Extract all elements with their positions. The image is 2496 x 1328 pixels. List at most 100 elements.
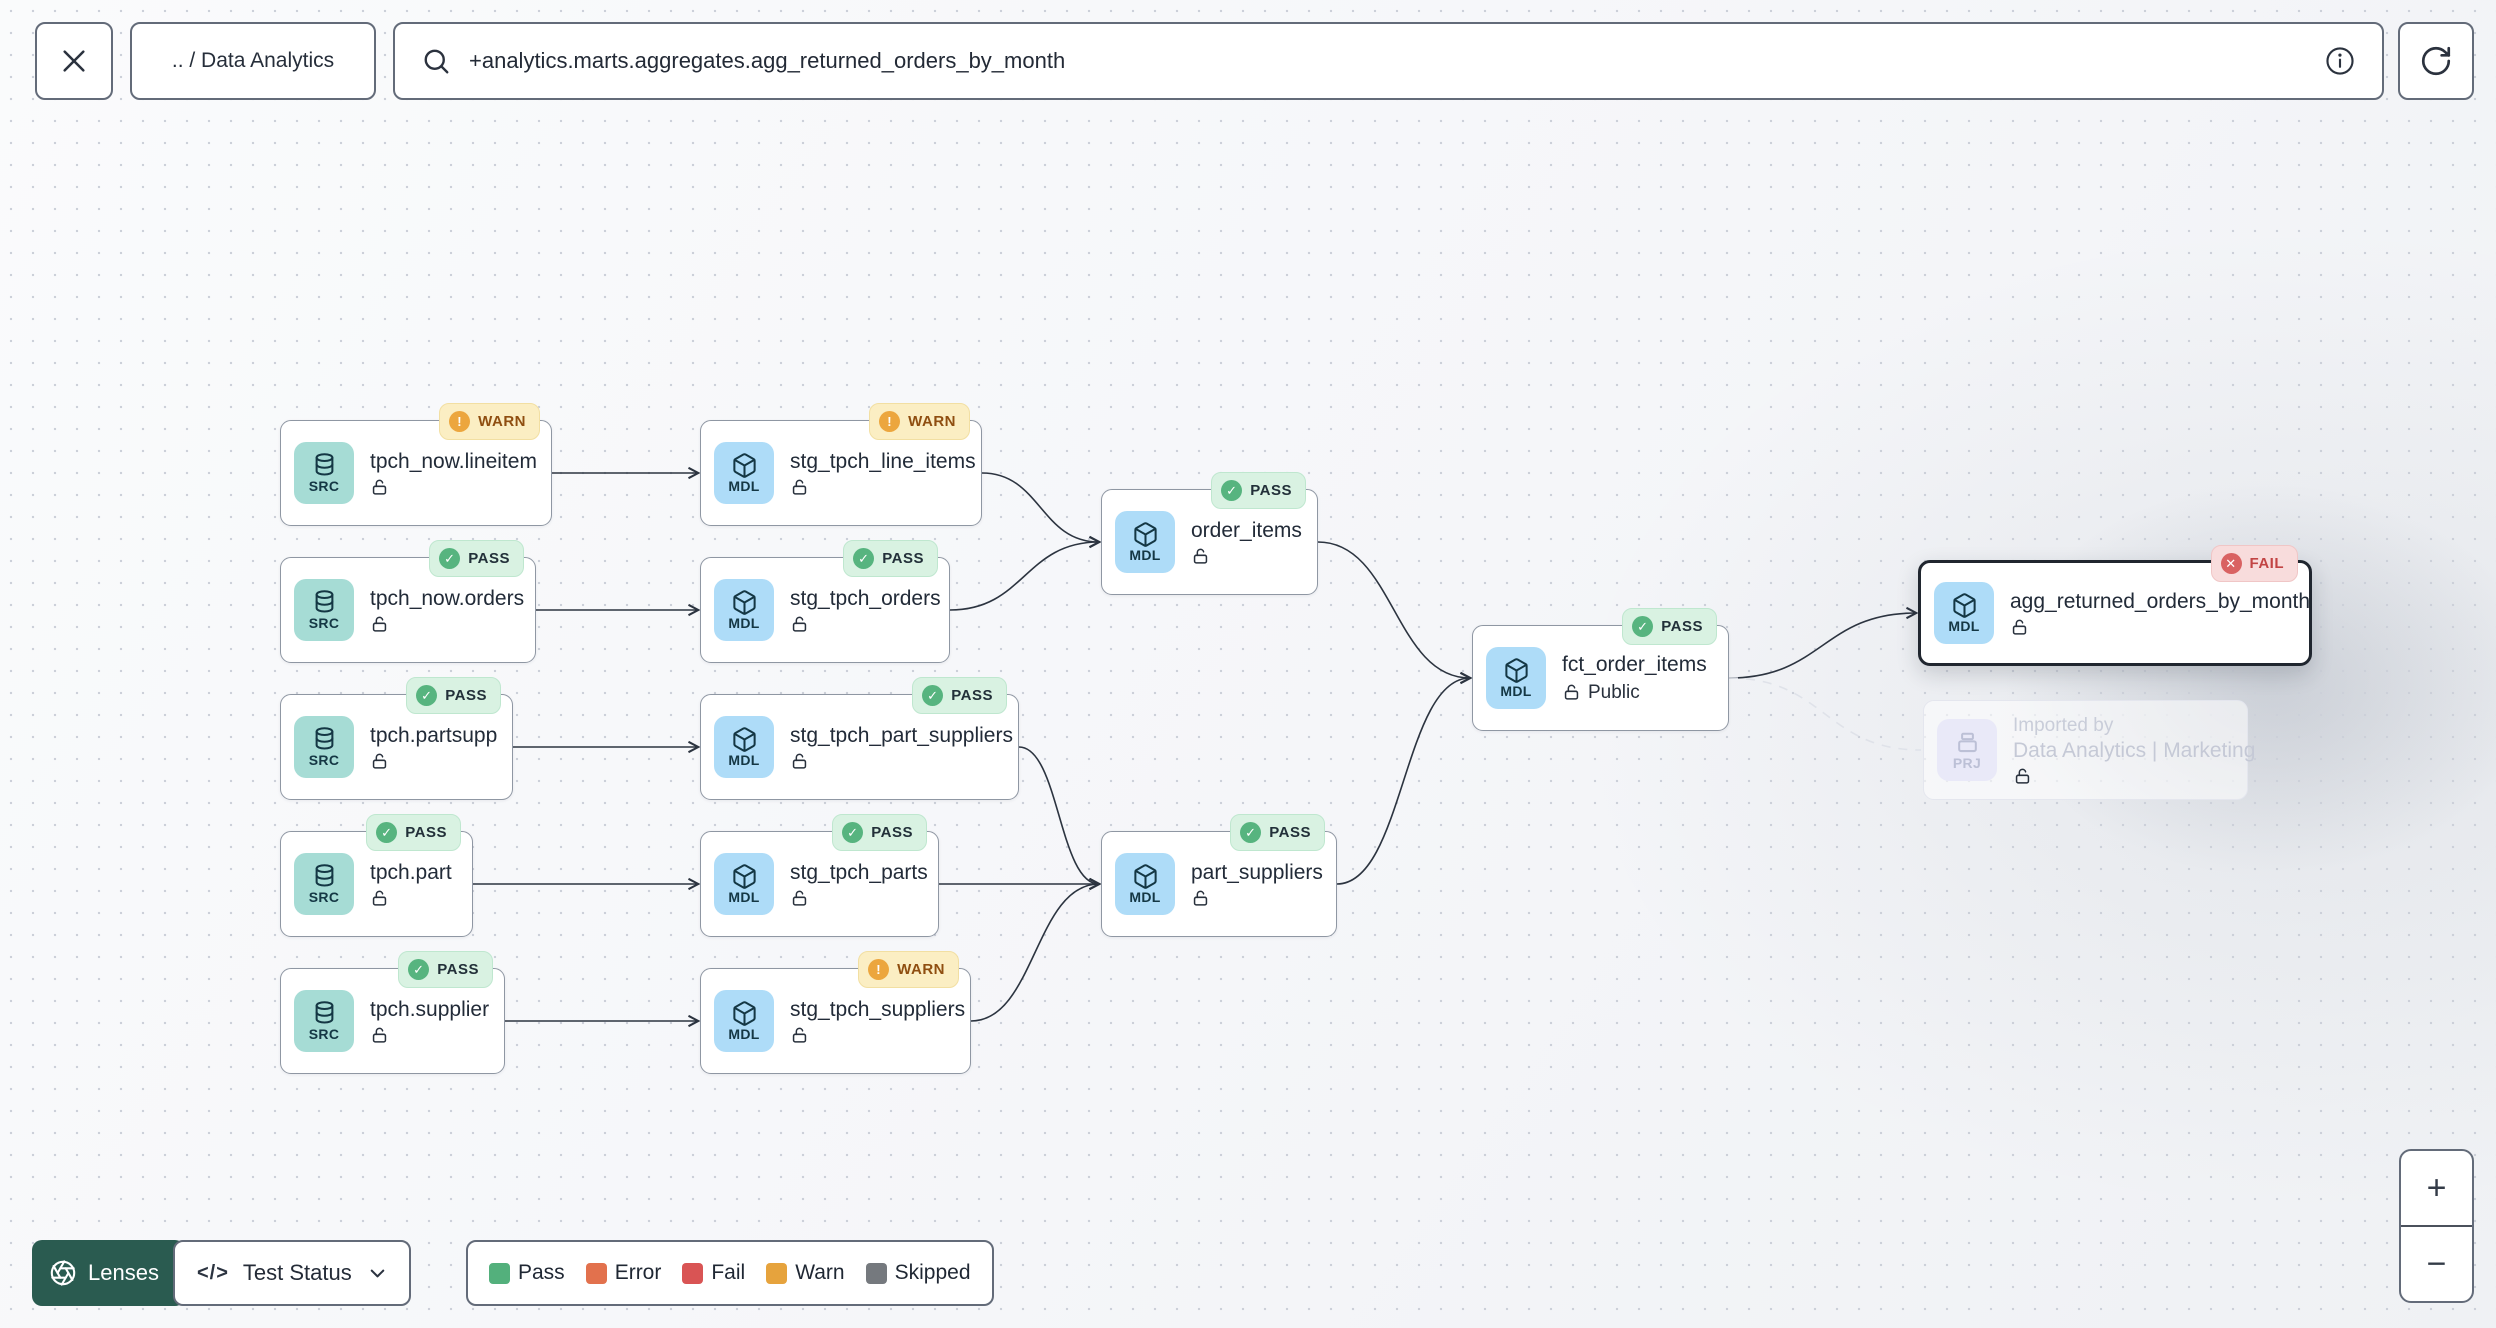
status-dot-icon: ✓: [1221, 480, 1243, 501]
node-access-label: [1191, 889, 1323, 908]
legend-item-error: Error: [585, 1261, 661, 1285]
zoom-in-button[interactable]: +: [2401, 1151, 2472, 1227]
status-dot-icon: ✓: [439, 548, 461, 569]
chevron-down-icon: [366, 1262, 389, 1285]
legend-swatch: [766, 1262, 788, 1284]
graph-node-stg_tpch_parts[interactable]: ✓ PASS MDL stg_tpch_parts: [700, 814, 939, 937]
graph-node-tpch.part[interactable]: ✓ PASS SRC tpch.part: [280, 814, 473, 937]
lenses-button[interactable]: Lenses: [32, 1240, 185, 1306]
breadcrumb-label: .. / Data Analytics: [171, 49, 335, 72]
status-badge-pass: ✓ PASS: [366, 814, 461, 851]
status-dot-icon: ✓: [1632, 616, 1654, 637]
zoom-out-button[interactable]: −: [2426, 1244, 2447, 1283]
legend-swatch: [682, 1262, 704, 1284]
database-icon: SRC: [294, 579, 354, 641]
status-badge-warn: ! WARN: [858, 951, 959, 988]
node-access-label: [790, 615, 941, 634]
graph-node-stg_tpch_suppliers[interactable]: ! WARN MDL stg_tpch_suppliers: [700, 951, 971, 1074]
graph-node-stg_tpch_part_suppliers[interactable]: ✓ PASS MDL stg_tpch_part_suppliers: [700, 677, 1019, 800]
status-dot-icon: ✓: [1240, 822, 1262, 843]
edge-stg_tpch_orders-to-order_items: [949, 535, 1102, 611]
legend-swatch: [865, 1262, 887, 1284]
legend-item-pass: Pass: [489, 1261, 565, 1285]
cube-icon: MDL: [714, 442, 774, 504]
graph-node-order_items[interactable]: ✓ PASS MDL order_items: [1101, 472, 1318, 595]
edge-order_items-to-fct_order_items: [1317, 541, 1473, 685]
lock-open-icon: [370, 1026, 389, 1045]
node-label: stg_tpch_orders: [790, 586, 941, 610]
node-label: tpch_now.lineitem: [370, 449, 537, 473]
status-badge-pass: ✓ PASS: [398, 951, 493, 988]
status-badge: [2183, 683, 2236, 720]
legend-swatch: [489, 1262, 510, 1284]
node-label: stg_tpch_suppliers: [790, 997, 966, 1021]
lock-open-icon: [370, 478, 389, 497]
status-dot-icon: !: [449, 411, 471, 432]
cube-icon: MDL: [1934, 582, 1994, 644]
graph-node-imported_by: PRJ Imported by Data Analytics | Marketi…: [1923, 700, 2255, 800]
lock-open-icon: [790, 478, 809, 497]
database-icon: SRC: [294, 716, 354, 778]
aperture-icon: [49, 1259, 77, 1287]
node-access-label: [1191, 547, 1302, 566]
node-access-label: [370, 889, 452, 908]
legend-item-skipped: Skipped: [865, 1261, 971, 1285]
status-dot-icon: !: [868, 959, 890, 980]
status-badge-fail: ✕ FAIL: [2210, 545, 2298, 582]
node-label: fct_order_items: [1562, 652, 1707, 676]
node-label: stg_tpch_line_items: [790, 449, 976, 473]
cube-icon: MDL: [714, 716, 774, 778]
status-dot-icon: ✓: [416, 685, 438, 706]
search-input[interactable]: [469, 48, 2306, 74]
cube-icon: MDL: [714, 579, 774, 641]
graph-node-fct_order_items[interactable]: ✓ PASS MDL fct_order_items Public: [1472, 608, 1729, 731]
cube-icon: MDL: [1115, 511, 1175, 573]
lock-open-icon: [370, 615, 389, 634]
lens-selector[interactable]: </> Test Status: [172, 1240, 411, 1306]
edge-stg_tpch_suppliers-to-part_suppliers: [970, 877, 1102, 1022]
node-label: agg_returned_orders_by_month: [2010, 589, 2311, 613]
lock-open-icon: [790, 615, 809, 634]
graph-node-part_suppliers[interactable]: ✓ PASS MDL part_suppliers: [1101, 814, 1337, 937]
status-dot-icon: !: [879, 411, 901, 432]
graph-node-stg_tpch_orders[interactable]: ✓ PASS MDL stg_tpch_orders: [700, 540, 950, 663]
edge-fct_order_items-to-imported_by: [1728, 677, 1922, 751]
lenses-label: Lenses: [88, 1260, 159, 1285]
status-badge-pass: ✓ PASS: [1622, 608, 1717, 645]
breadcrumb[interactable]: .. / Data Analytics: [130, 22, 376, 100]
graph-node-tpch_now.lineitem[interactable]: ! WARN SRC tpch_now.lineitem: [280, 403, 552, 526]
node-label: stg_tpch_part_suppliers: [790, 723, 1013, 747]
status-badge-pass: ✓ PASS: [406, 677, 501, 714]
status-badge-pass: ✓ PASS: [912, 677, 1007, 714]
node-access-label: [370, 1026, 489, 1045]
database-icon: SRC: [294, 990, 354, 1052]
edge-stg_tpch_line_items-to-order_items: [981, 472, 1102, 549]
status-badge-warn: ! WARN: [869, 403, 970, 440]
cube-icon: MDL: [714, 853, 774, 915]
close-button[interactable]: [35, 22, 113, 100]
graph-node-tpch.partsupp[interactable]: ✓ PASS SRC tpch.partsupp: [280, 677, 513, 800]
graph-node-agg_returned_orders_by_month[interactable]: ✕ FAIL MDL agg_returned_orders_by_month: [1918, 545, 2312, 666]
graph-node-tpch_now.orders[interactable]: ✓ PASS SRC tpch_now.orders: [280, 540, 536, 663]
status-badge-pass: ✓ PASS: [843, 540, 938, 577]
refresh-button[interactable]: [2398, 22, 2474, 100]
node-label: tpch.partsupp: [370, 723, 498, 747]
node-access-label: [790, 752, 1013, 771]
node-access-label: [2010, 618, 2310, 637]
graph-node-stg_tpch_line_items[interactable]: ! WARN MDL stg_tpch_line_items: [700, 403, 982, 526]
test-status-legend: Pass Error Fail Warn Skipped: [466, 1240, 994, 1306]
graph-node-tpch.supplier[interactable]: ✓ PASS SRC tpch.supplier: [280, 951, 505, 1074]
node-label: Data Analytics | Marketing: [2013, 738, 2256, 762]
status-dot-icon: ✓: [842, 822, 864, 843]
node-label: tpch.supplier: [370, 997, 490, 1021]
node-label: part_suppliers: [1191, 860, 1323, 884]
legend-item-fail: Fail: [682, 1261, 745, 1285]
cube-icon: MDL: [1115, 853, 1175, 915]
lock-open-icon: [1562, 683, 1581, 702]
status-badge-pass: ✓ PASS: [429, 540, 524, 577]
search-bar[interactable]: [393, 22, 2384, 100]
status-dot-icon: ✓: [376, 822, 398, 843]
lock-open-icon: [1191, 889, 1210, 908]
status-dot-icon: ✓: [922, 685, 944, 706]
